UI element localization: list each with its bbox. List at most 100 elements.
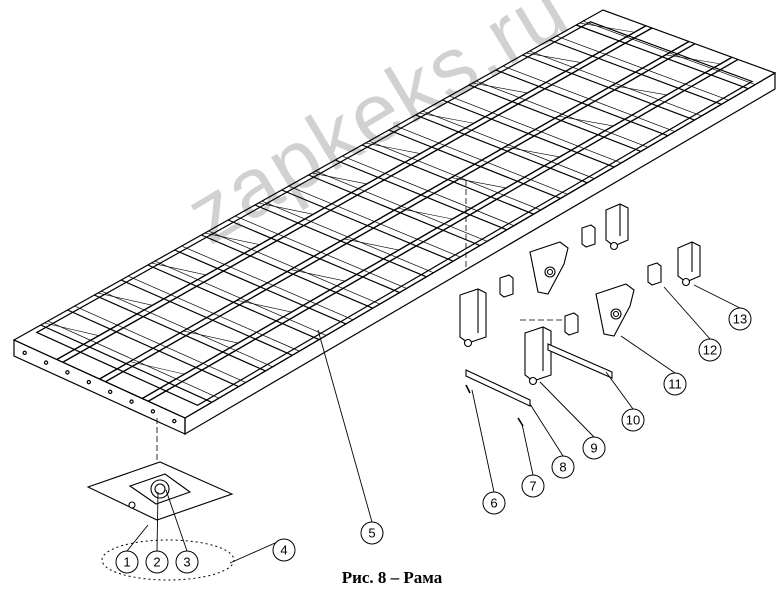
spacer-block [499,274,514,298]
exploded-parts [86,203,701,581]
frame-long-member-edge [62,27,653,363]
callout-bubble-11 [663,372,687,396]
kingpin-plate-inset [128,473,192,505]
kingpin [154,483,166,495]
suspension-hanger-eye [528,376,538,386]
callout-number-7: 7 [529,479,536,494]
frame-stiffener [344,238,399,251]
equalizer-bracket [529,241,569,295]
frame-stiffener [665,54,721,65]
callout-bubble-13 [728,307,752,331]
frame-right-side [184,71,776,436]
frame-stiffener [419,112,474,124]
suspension-hanger-body [677,241,701,283]
callout-number-10: 10 [626,413,640,428]
cross-bar [547,343,613,379]
leader-line-1 [126,524,149,552]
cross-bar [465,369,531,407]
suspension-hanger [605,203,629,251]
frame-stiffener [258,202,314,215]
leader-line-3 [165,489,188,552]
frame-stiffener [311,172,367,185]
frame-top-outline [12,9,777,419]
suspension-hanger-body [459,288,487,344]
callout-number-12: 12 [703,343,717,358]
callout-number-2: 2 [153,555,160,570]
leader-line-13 [693,284,741,309]
suspension-hanger [459,288,487,348]
leader-lines [126,284,741,564]
figure-caption: Рис. 8 – Рама [341,568,443,587]
callout-number-11: 11 [668,377,682,392]
frame-side-hole [43,360,49,365]
frame-stiffener [558,115,614,127]
callout-number-1: 1 [123,555,130,570]
frame-stiffener [365,142,421,154]
callout-bubble-1 [115,550,139,574]
frame-side-hole [107,389,113,395]
frame-stiffener [151,262,207,276]
frame-side-hole [86,379,92,385]
frame-long-member [56,25,647,361]
frame-stiffener [397,207,453,220]
frame-long-member-edge [105,43,696,383]
leader-line-5 [317,329,373,523]
callout-bubble-12 [698,338,722,362]
leader-line-11 [620,335,676,374]
suspension-hanger-eye [463,338,473,348]
suspension-hanger-eye [681,277,691,287]
frame-stiffener [504,146,560,158]
suspension-hanger [677,241,701,287]
frame-side-hole [22,350,27,356]
callout-number-5: 5 [368,526,375,541]
frame-side-hole [172,418,177,424]
frame-stiffener [290,269,346,282]
frame-stiffener [612,85,667,96]
frame-inner-outline [35,21,754,406]
equalizer-bracket [595,283,635,337]
frame-stiffener [183,330,239,344]
callout-bubble-5 [360,521,384,545]
frame-side-hole [150,409,156,414]
leader-line-8 [529,403,564,457]
spacer-block [647,262,662,286]
callout-number-3: 3 [183,555,190,570]
equalizer-bracket-bore-inner [546,268,554,276]
leader-line-9 [539,381,595,438]
frame-stiffener [97,292,153,306]
frame-front-side [13,339,186,435]
callout-bubble-6 [482,491,506,515]
callout-number-6: 6 [490,496,497,511]
suspension-hanger-eye [609,241,619,251]
suspension-hanger [524,326,552,386]
frame-side-hole [129,399,134,404]
callout-bubble-8 [551,455,575,479]
leader-line-12 [663,286,711,340]
suspension-hanger-body [524,326,552,382]
frame-stiffener [129,361,185,375]
plate-hole [128,501,136,509]
leader-line-7 [521,423,534,476]
frame-long-member-edge [147,58,739,402]
callout-bubble-3 [175,550,199,574]
leader-line-10 [605,371,634,410]
callout-number-9: 9 [590,441,597,456]
frame-stiffener [236,299,292,313]
spacer-block [581,224,596,248]
group-ellipse [101,539,235,581]
callout-bubble-9 [582,436,606,460]
leader-line-2 [156,491,159,552]
callout-number-8: 8 [559,460,566,475]
frame-side-hole [65,370,70,375]
trailer-frame [12,9,777,470]
equalizer-bracket-bore-inner [612,310,620,318]
bolt [465,384,471,394]
frame-stiffener [472,82,528,94]
frame-stiffener [526,52,582,63]
callout-number-4: 4 [280,543,287,558]
callout-bubble-4 [272,538,296,562]
frame-stiffener [451,177,507,189]
frame-stiffener [204,232,260,245]
spacer-block [564,312,579,336]
